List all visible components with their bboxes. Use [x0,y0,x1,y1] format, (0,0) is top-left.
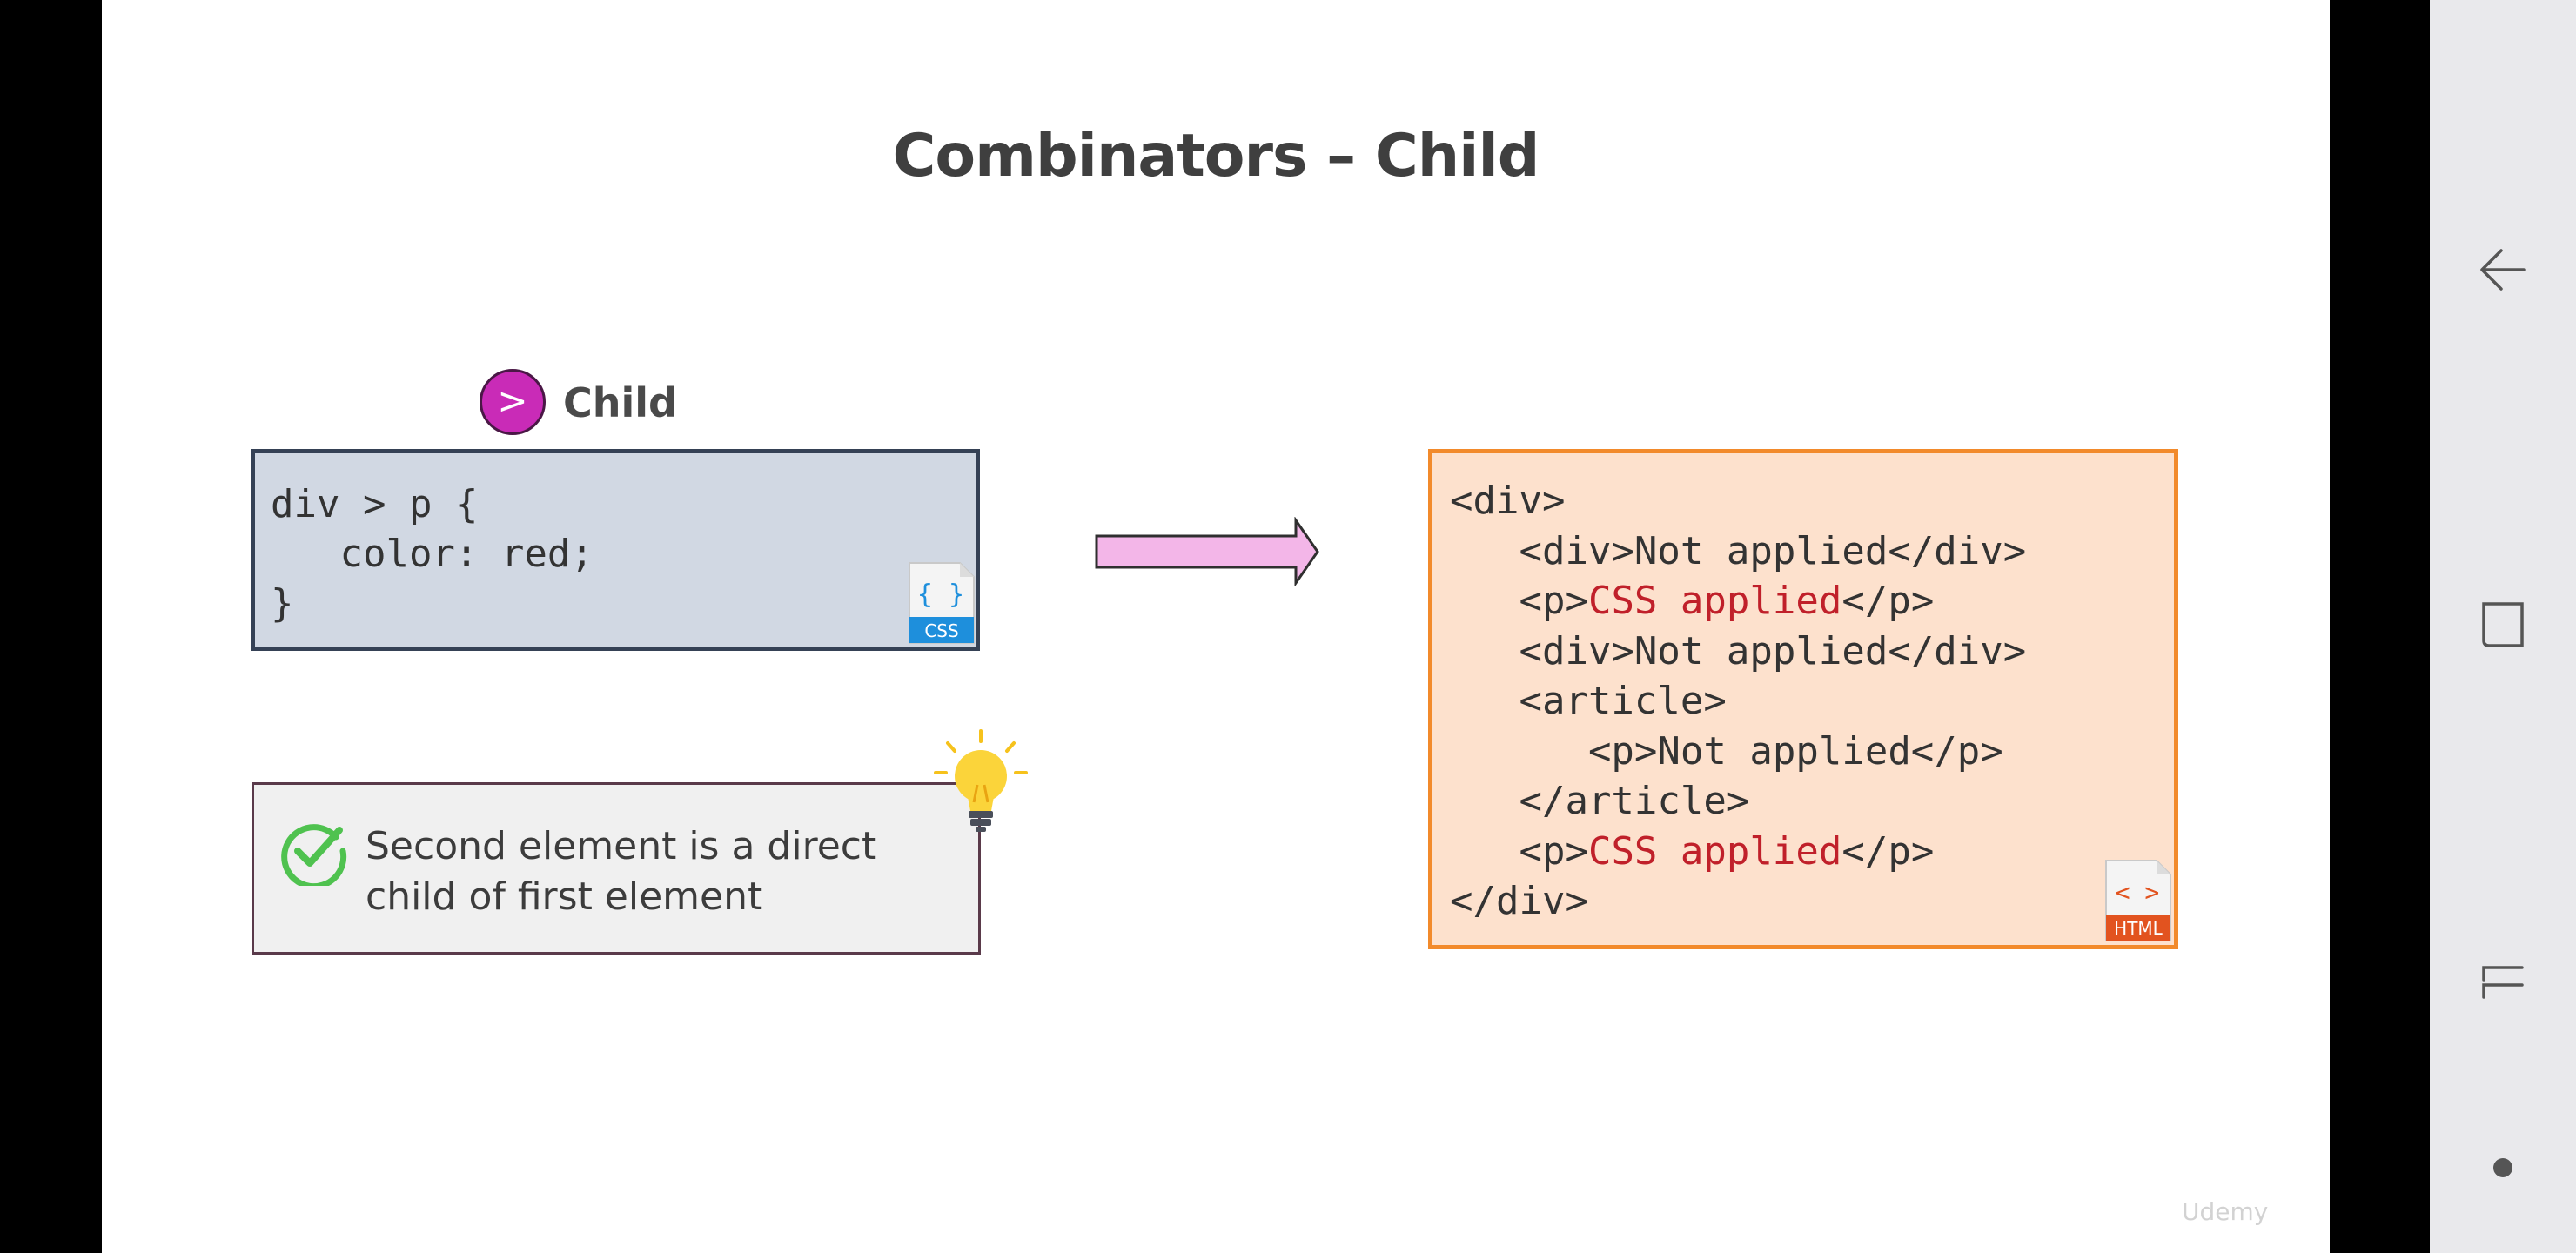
html-code-line: </div> [1450,879,1588,923]
css-code-box: div > p { color: red; } { } CSS [251,449,980,651]
slide: Combinators – Child > Child div > p { co… [102,0,2330,1253]
html-code-line: <div> [1450,479,1566,523]
tip-line: child of first element [366,874,763,919]
lightbulb-icon [934,729,1028,832]
html-code-line: <div>Not applied</div> [1450,628,2027,673]
switch-apps-icon[interactable] [2477,952,2529,1004]
css-file-icon: { } CSS [909,562,975,644]
html-code-line: <p>CSS applied</p> [1450,828,1935,874]
html-code-line: <div>Not applied</div> [1450,528,2027,573]
svg-text:< >: < > [2116,878,2160,907]
svg-text:CSS: CSS [924,620,958,641]
recent-apps-icon[interactable] [2477,599,2529,651]
html-code-line: </article> [1450,779,1750,823]
html-file-icon: < > HTML [2105,860,2171,941]
child-combinator-badge: > [480,369,546,435]
right-arrow-icon [1095,517,1319,586]
css-code-line: color: red; [271,532,594,576]
svg-text:{ }: { } [917,580,964,610]
check-circle-icon [281,824,347,886]
html-code-line: <p>CSS applied</p> [1450,579,1935,623]
html-code-line: <p>Not applied</p> [1450,728,2003,774]
svg-text:HTML: HTML [2114,918,2163,939]
css-code-line: } [271,581,294,626]
html-code-line: <article> [1450,679,1727,723]
badge-label: Child [563,379,677,426]
slide-title: Combinators – Child [892,122,1540,191]
tip-box: Second element is a direct child of firs… [252,782,981,955]
tip-line: Second element is a direct [366,824,877,868]
tip-text: Second element is a direct child of firs… [366,821,957,922]
android-navigation-bar [2430,0,2576,1253]
udemy-watermark: Udemy [2182,1197,2269,1226]
css-code-line: div > p { [271,482,479,526]
html-code-box: <div> <div>Not applied</div> <p>CSS appl… [1428,449,2178,949]
home-dot-icon[interactable] [2489,1154,2517,1182]
back-icon[interactable] [2477,244,2529,296]
